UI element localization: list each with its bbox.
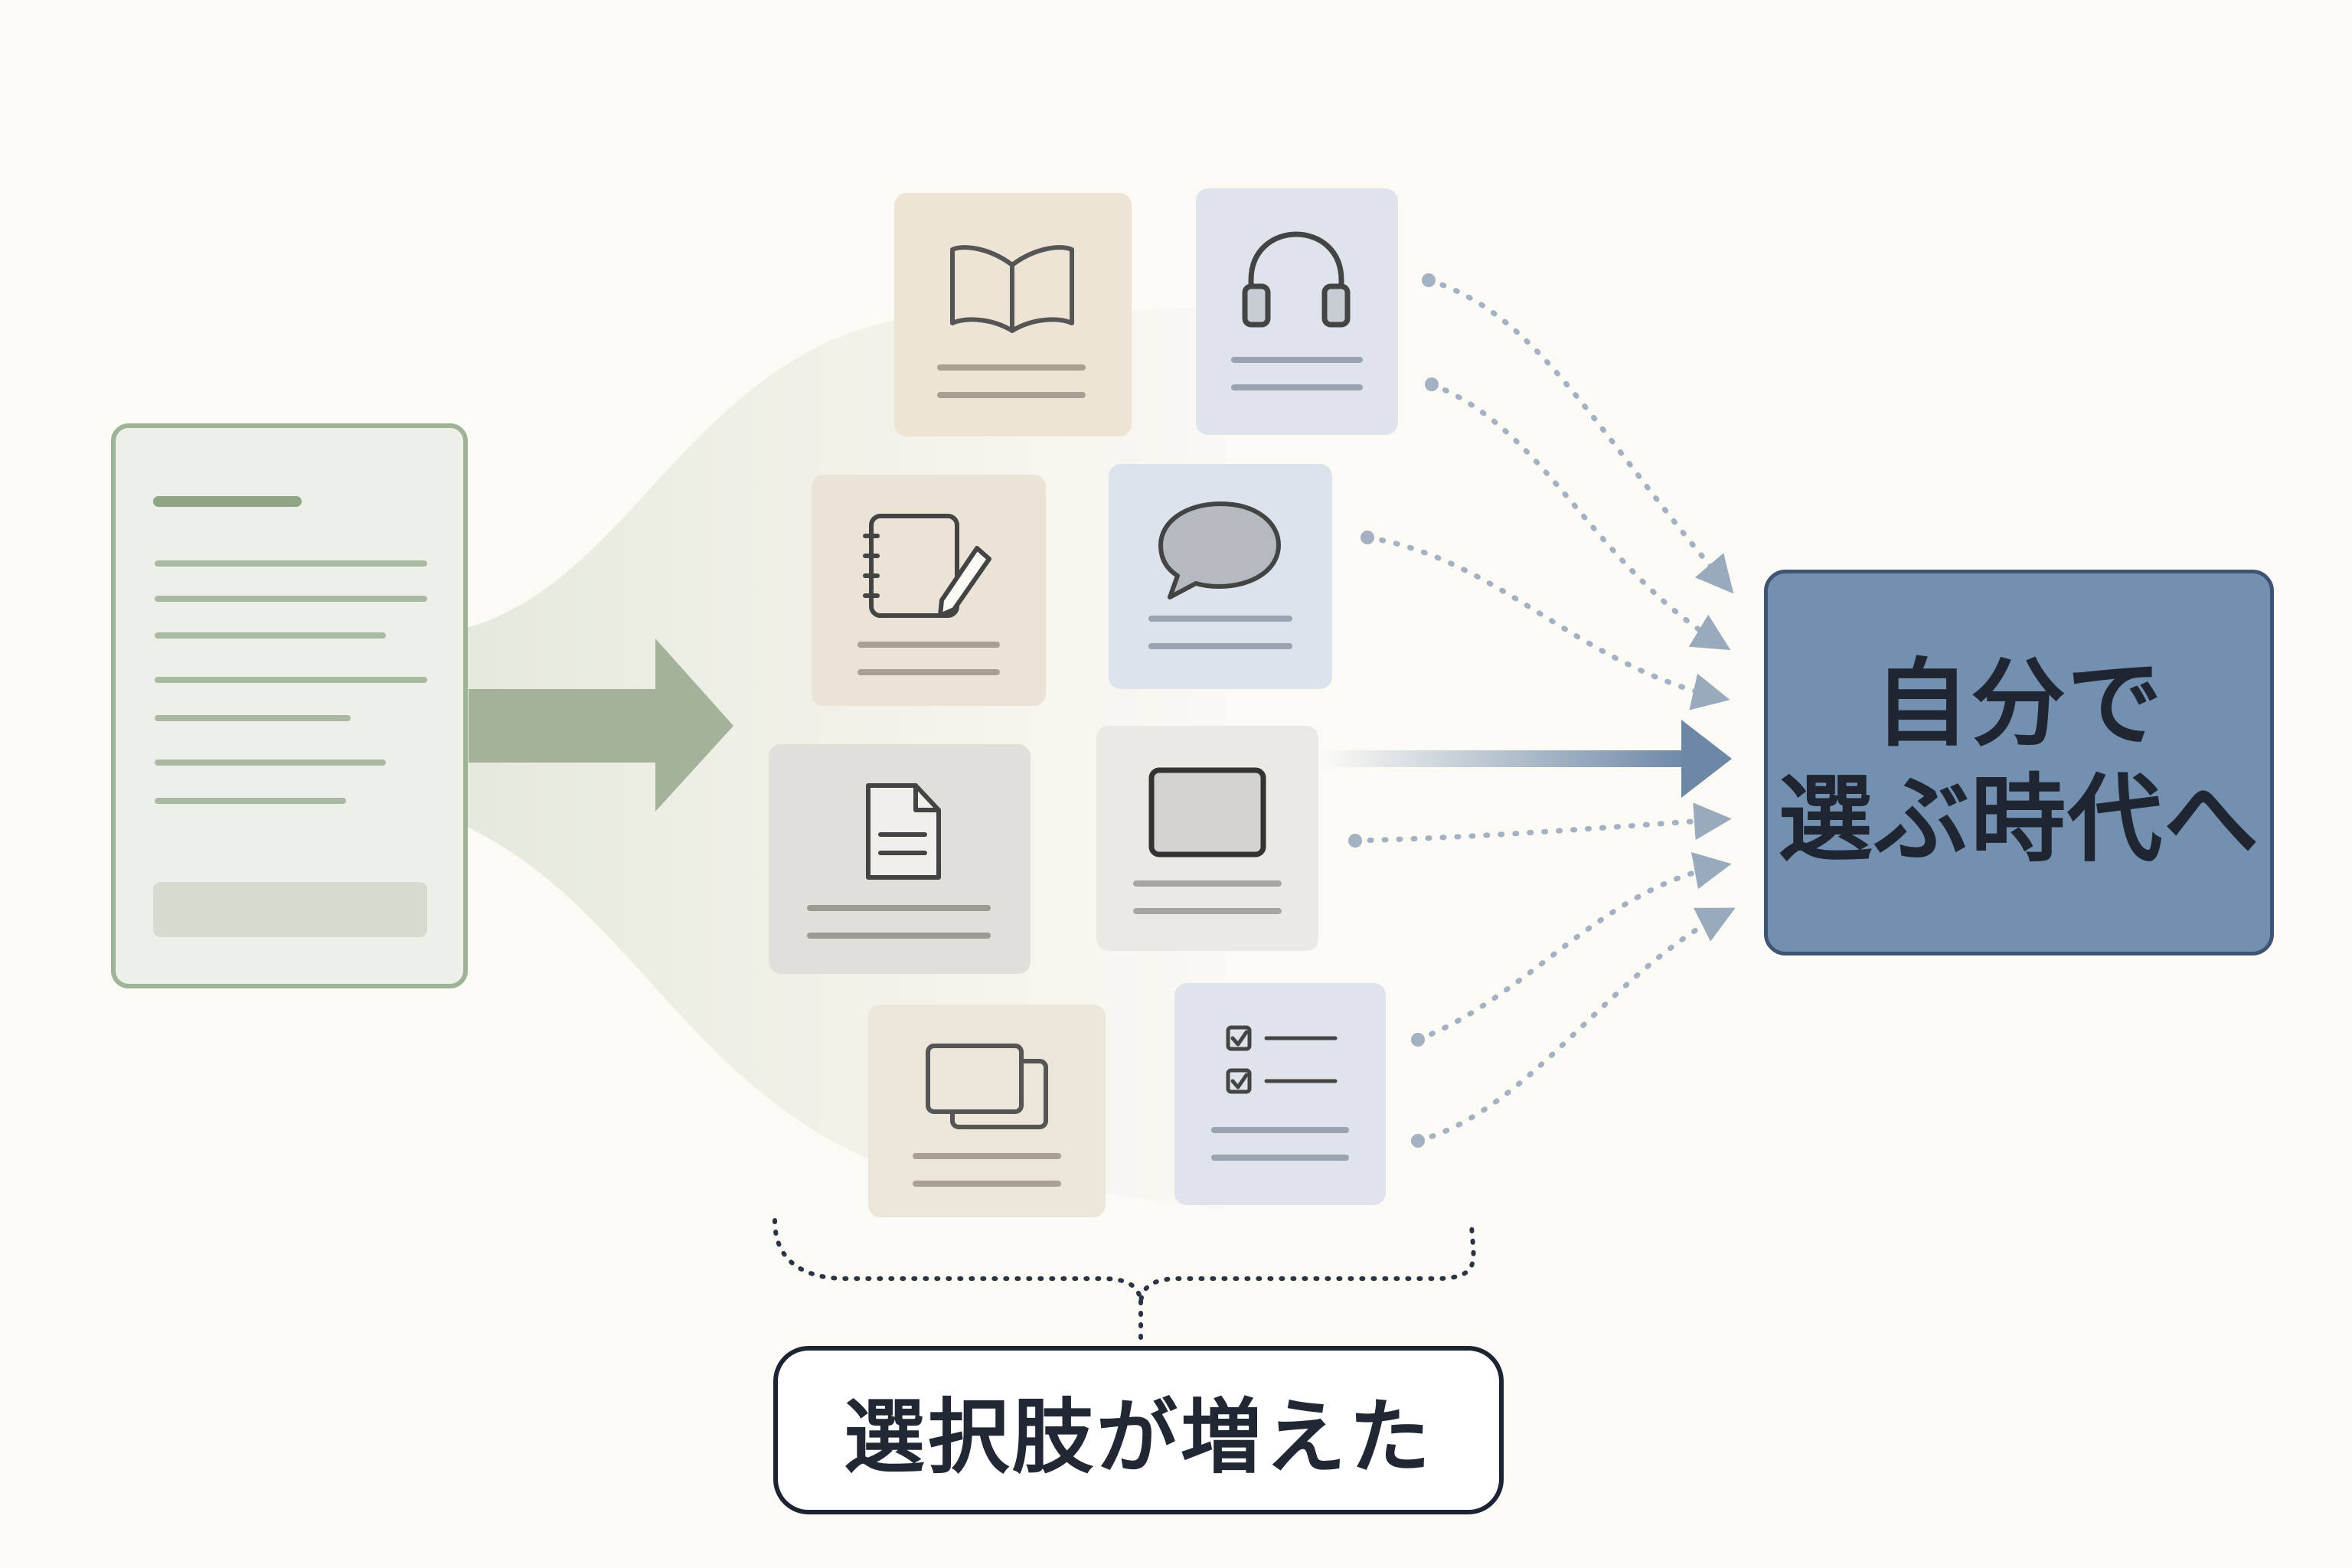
media-tile-checklist xyxy=(1174,983,1386,1205)
media-tile-chat xyxy=(1109,464,1332,689)
tablet-icon xyxy=(1148,767,1266,858)
media-tile-audio xyxy=(1196,188,1398,435)
notebook-pencil-icon xyxy=(863,514,991,618)
choices-caption: 選択肢が増えた xyxy=(844,1390,1433,1485)
media-tile-slides xyxy=(868,1004,1106,1217)
media-tile-book xyxy=(894,193,1132,436)
blue-arrow xyxy=(1323,720,1732,798)
document-icon xyxy=(866,783,941,880)
open-book-icon xyxy=(950,245,1074,333)
media-tile-tablet xyxy=(1096,726,1318,951)
media-tile-document xyxy=(769,744,1031,974)
choices-bracket xyxy=(773,1218,1476,1302)
goal-box: 自分で 選ぶ時代へ xyxy=(1764,570,2274,956)
goal-line-1: 自分で xyxy=(1873,648,2164,760)
connector-start-dots xyxy=(1348,273,1439,1148)
media-tile-notebook xyxy=(812,475,1046,706)
speech-bubble-icon xyxy=(1158,501,1281,599)
checklist-icon xyxy=(1226,1025,1338,1094)
choices-caption-box: 選択肢が増えた xyxy=(773,1346,1504,1514)
source-document xyxy=(111,423,468,988)
dotted-connectors xyxy=(1352,277,1736,1144)
headphones-icon xyxy=(1242,231,1351,328)
slides-stack-icon xyxy=(926,1044,1048,1129)
goal-line-2: 選ぶ時代へ xyxy=(1777,765,2260,875)
green-arrow xyxy=(469,639,733,812)
